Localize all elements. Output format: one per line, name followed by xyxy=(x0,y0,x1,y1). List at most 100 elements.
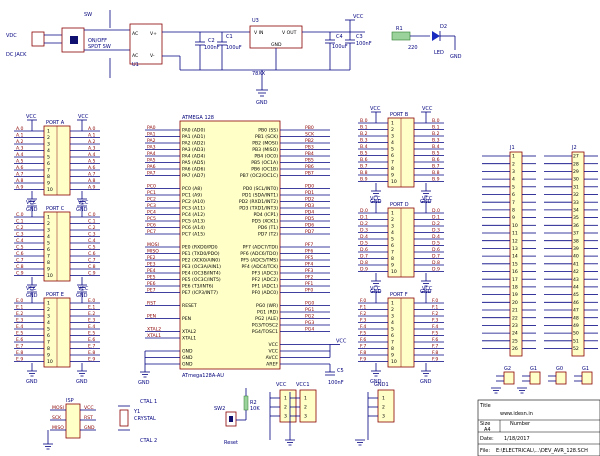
port-pin-net-right: A.9 xyxy=(88,185,96,191)
port-gnd-label-right: GND xyxy=(420,379,432,385)
mcu-right-pin: PD5 (XCK1) xyxy=(252,219,278,225)
isp-body xyxy=(65,403,81,439)
mcu-right-pin: PB7 (OC2/OC1C) xyxy=(240,173,278,179)
connector-j2-pin: 43 xyxy=(573,277,579,283)
isp-net-left: SCK xyxy=(52,415,62,421)
mcu-right-net: PB3 xyxy=(305,145,314,151)
port-pin-net: C.4 xyxy=(16,238,24,244)
reset-resistor xyxy=(243,395,249,411)
port-pin-net: C.0 xyxy=(16,212,24,218)
mcu-left-net: PA7 xyxy=(147,171,156,177)
port-pin-net: F.3 xyxy=(360,318,366,324)
mcu-right-pin: PB4 (OC0) xyxy=(254,154,278,160)
port-pin-number: 1 xyxy=(391,211,394,217)
mcu-left-pin: PA7 (AD7) xyxy=(182,173,205,179)
mcu-right-pin: AVCC xyxy=(266,355,278,361)
mcu-right-net: PG4 xyxy=(305,327,314,333)
misc-header-body xyxy=(503,371,515,385)
isp-net-right: VCC xyxy=(84,405,94,411)
port-pin-number: 2 xyxy=(391,127,394,133)
connector-j1-pin: 13 xyxy=(512,246,518,252)
port-pin-number: 6 xyxy=(391,333,394,339)
port-pin-net: E.2 xyxy=(16,311,23,317)
mcu-right-pin: PG2 (ALE) xyxy=(255,316,278,322)
c3-ref: C3 xyxy=(356,34,363,40)
switch-ref: SW xyxy=(84,12,92,18)
dc-jack-label-bottom: DC JACK xyxy=(6,52,27,58)
mcu-right-pin: PG3/TOSC2 xyxy=(252,323,278,329)
port-pin-net-right: F.4 xyxy=(432,324,438,330)
connector-j2-pin: 33 xyxy=(573,200,579,206)
port-pin-net-right: B.3 xyxy=(432,138,440,144)
power-block-pin: 3 xyxy=(382,414,385,420)
misc-header: G1 xyxy=(522,366,541,385)
mcu-left-pin: PE6 (T3/INT6) xyxy=(182,284,214,290)
mcu-right-net: PB0 xyxy=(305,125,314,131)
port-pin-number: 4 xyxy=(47,320,50,326)
port-vcc-label: VCC xyxy=(26,286,37,292)
port-pin-number: 2 xyxy=(47,135,50,141)
port-pin-number: 2 xyxy=(391,307,394,313)
connector-j2-pin: 50 xyxy=(573,331,579,337)
mcu-left-pin: PC1 (A9) xyxy=(182,193,202,199)
mcu-right-pin: PG0 (WR) xyxy=(256,303,278,309)
misc-header-label: G0 xyxy=(556,366,563,372)
port-pin-net-right: B.2 xyxy=(432,131,440,137)
connector-j1-pin: 10 xyxy=(512,223,518,229)
port-vcc-label-right: VCC xyxy=(422,286,433,292)
port-pin-net-right: A.5 xyxy=(88,159,96,165)
port-pin-net-right: E.9 xyxy=(88,357,95,363)
port-pin-net-right: E.5 xyxy=(88,331,95,337)
mcu-right-net: PB4 xyxy=(305,151,314,157)
connector-j2-pin: 27 xyxy=(573,154,579,160)
port-pin-net: D.5 xyxy=(360,241,368,247)
port-pin-net: B.6 xyxy=(360,157,368,163)
port-pin-number: 3 xyxy=(391,224,394,230)
port-pin-net: F.5 xyxy=(360,331,366,337)
mcu-left-net: PE5 xyxy=(147,275,156,281)
mcu-left-net: PA0 xyxy=(147,125,156,131)
port-pin-net-right: E.2 xyxy=(88,311,95,317)
port-pin-net-right: C.0 xyxy=(88,212,96,218)
mcu-right-net: PD7 xyxy=(305,229,314,235)
port-pin-number: 1 xyxy=(47,129,50,135)
mcu-right-pin: PF1 (ADC1) xyxy=(252,284,278,290)
bridge-pin-ac1: AC xyxy=(132,31,138,37)
connector-j2-pin: 42 xyxy=(573,269,579,275)
bridge-pin-ac2: AC xyxy=(132,53,138,59)
connector-j1-body xyxy=(509,151,523,357)
mcu-right-net: PF5 xyxy=(305,255,313,261)
bridge-pin-vplus: V+ xyxy=(150,31,157,37)
led-resistor xyxy=(391,31,411,41)
port-pin-number: 9 xyxy=(391,263,394,269)
port-pin-number: 10 xyxy=(391,179,397,185)
connector-j2-pin: 39 xyxy=(573,246,579,252)
connector-j1-pin: 19 xyxy=(512,292,518,298)
mcu-left-pin: PC2 (A10) xyxy=(182,199,205,205)
power-block-body xyxy=(279,389,297,423)
mcu-left-pin: XTAL2 xyxy=(182,329,196,335)
connector-j1-pin: 18 xyxy=(512,285,518,291)
mcu-right-pin: PB3 (MISO) xyxy=(252,147,278,153)
port-pin-net-right: E.1 xyxy=(88,305,95,311)
port-pin-net-right: A.8 xyxy=(88,178,96,184)
mcu-left-pin: PE7 (ICP3/INT7) xyxy=(182,290,218,296)
port-pin-net-right: B.9 xyxy=(432,177,440,183)
mcu-left-net: PE2 xyxy=(147,255,156,261)
port-pin-net: A.0 xyxy=(16,126,24,132)
port-pin-net-right: D.0 xyxy=(432,208,440,214)
port-pin-number: 4 xyxy=(391,140,394,146)
port-pin-net: A.9 xyxy=(16,185,24,191)
port-pin-number: 5 xyxy=(391,237,394,243)
port-pin-net-right: C.3 xyxy=(88,232,96,238)
port-pin-net-right: F.7 xyxy=(432,344,438,350)
expansion-connectors: J1 J2 1234567891011121314151617181920212… xyxy=(482,145,598,357)
bridge-pin-vminus: V- xyxy=(150,53,155,59)
mcu-right-net: PF6 xyxy=(305,249,313,255)
port-vcc-label-right: VCC xyxy=(422,196,433,202)
port-pin-net: E.1 xyxy=(16,305,23,311)
led-diode xyxy=(432,31,440,41)
